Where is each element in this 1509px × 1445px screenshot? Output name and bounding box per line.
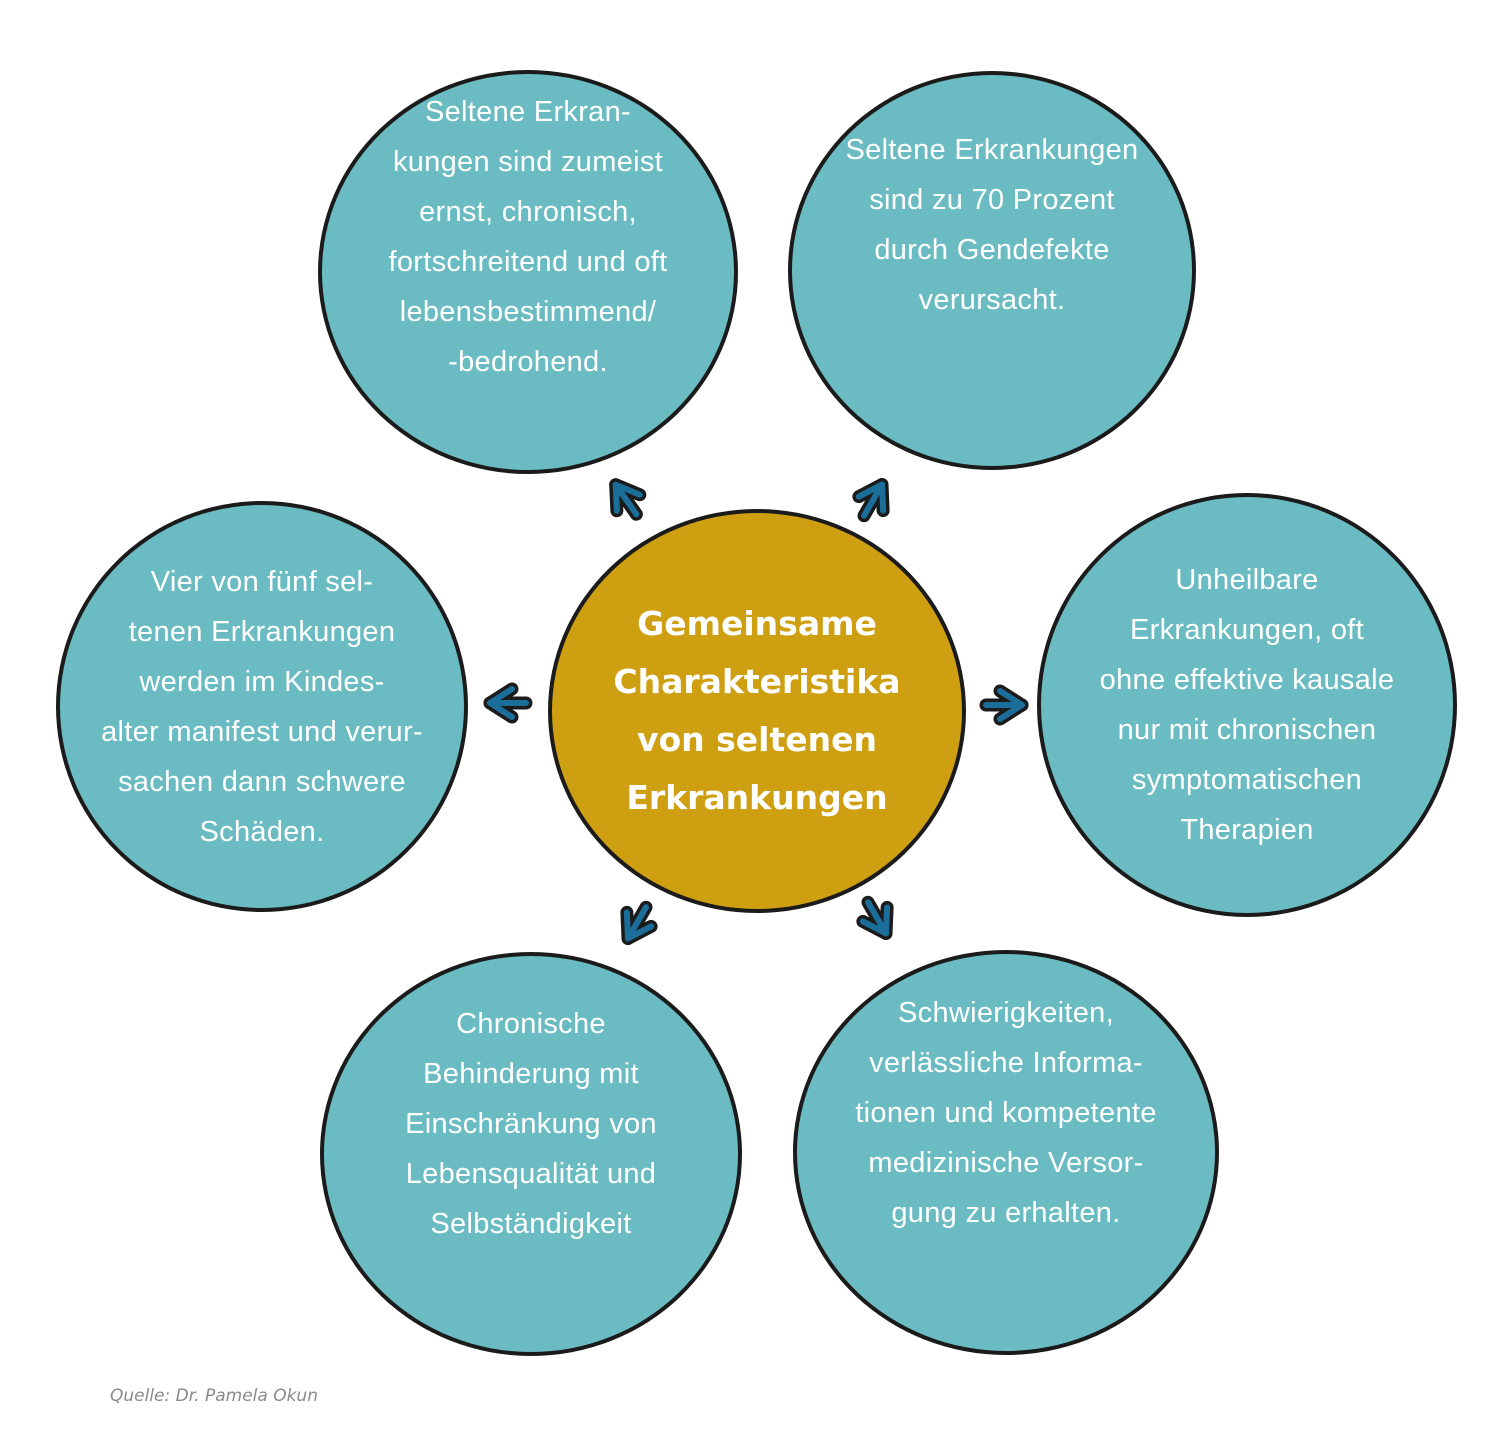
source-caption: Quelle: Dr. Pamela Okun <box>110 1386 318 1406</box>
arrow-bottom-right <box>856 895 898 940</box>
arrow-left <box>490 689 526 717</box>
node-bottom-right-text: Schwierigkeiten, verlässliche Informa- t… <box>855 996 1157 1229</box>
node-mid-left: Vier von fünf sel- tenen Erkrankungen we… <box>56 501 468 912</box>
arrow-top-right <box>852 478 894 523</box>
node-top-right-text: Seltene Erkrankungen sind zu 70 Prozent … <box>845 133 1139 316</box>
node-top-right: Seltene Erkrankungen sind zu 70 Prozent … <box>788 71 1196 470</box>
node-bottom-left-text: Chronische Behinderung mit Einschränkung… <box>405 1008 657 1240</box>
arrow-bottom-left <box>616 900 658 945</box>
node-bottom-right: Schwierigkeiten, verlässliche Informa- t… <box>793 950 1219 1355</box>
node-top-left: Seltene Erkran- kungen sind zumeist erns… <box>318 70 738 474</box>
arrow-top-left <box>604 477 648 523</box>
node-mid-right-text: Unheilbare Erkrankungen, oft ohne effekt… <box>1099 564 1395 846</box>
node-top-left-text: Seltene Erkran- kungen sind zumeist erns… <box>388 96 668 378</box>
center-node-text: Gemeinsame Charakteristika von seltenen … <box>613 604 901 817</box>
node-bottom-left: Chronische Behinderung mit Einschränkung… <box>320 952 742 1356</box>
arrow-right <box>986 691 1022 719</box>
node-mid-right: Unheilbare Erkrankungen, oft ohne effekt… <box>1037 493 1457 917</box>
node-mid-left-text: Vier von fünf sel- tenen Erkrankungen we… <box>101 565 423 848</box>
center-node: Gemeinsame Charakteristika von seltenen … <box>548 509 966 913</box>
